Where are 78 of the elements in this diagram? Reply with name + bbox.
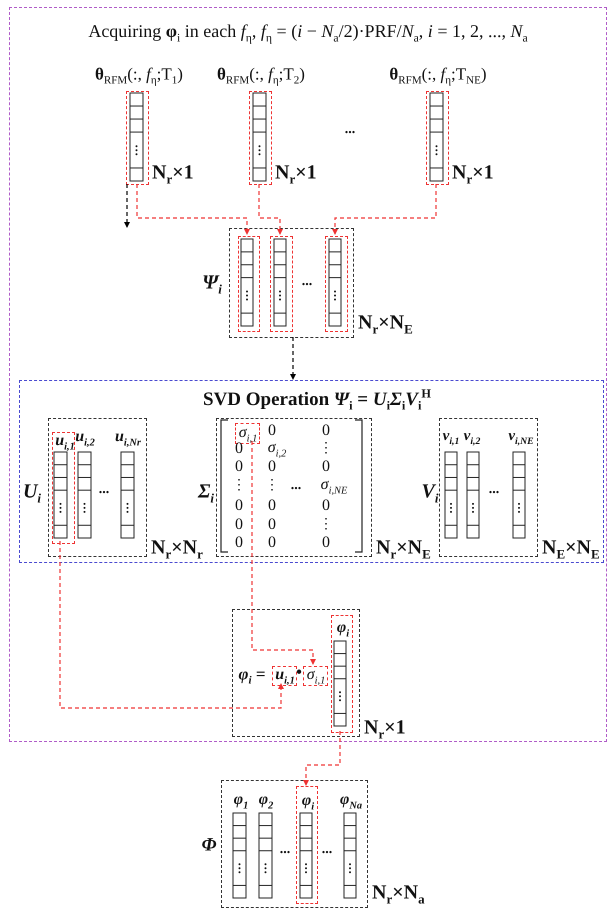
dimension-label: N$_{r}$×1 — [275, 162, 317, 186]
math-label: 0 — [235, 441, 243, 457]
math-label: ⋮ — [232, 479, 246, 493]
ellipsis: ... — [98, 483, 110, 497]
math-label: 0 — [322, 535, 330, 551]
math-label: 0 — [268, 498, 276, 514]
node-label: θ$_{RFM}$(:, f$_{η}$;T$_{NE}$) — [389, 65, 487, 87]
node-label: V$_{i}$ — [422, 482, 438, 504]
node-label: θ$_{RFM}$(:, f$_{η}$;T$_{2}$) — [217, 65, 305, 87]
math-label: v$_{i,2}$ — [464, 429, 480, 447]
math-label: u$_{i,Nr}$ — [115, 429, 141, 449]
svd-panel — [19, 380, 604, 563]
vector-highlight — [325, 236, 348, 332]
node-label: θ$_{RFM}$(:, f$_{η}$;T$_{1}$) — [95, 65, 183, 87]
arrow — [258, 184, 283, 235]
node-label: Ψ$_{i}$ — [202, 272, 222, 296]
arrow — [303, 731, 341, 786]
vector-highlight — [270, 236, 293, 332]
math-label: ⋮ — [319, 518, 333, 532]
node-label: φ$_{i}$ — [336, 620, 350, 640]
math-label: 0 — [322, 423, 330, 439]
math-label: 0 — [235, 459, 243, 475]
ellipsis: ... — [488, 483, 500, 497]
math-label: φ$_{2}$ — [258, 792, 274, 812]
math-label: φ$_{Na}$ — [340, 792, 362, 812]
vector-highlight — [52, 432, 75, 544]
dimension-label: N$_{r}$×N$_{r}$ — [151, 538, 203, 560]
node-label: φ$_{i}$ = — [238, 665, 266, 687]
ellipsis: ... — [322, 843, 332, 857]
vector-highlight — [331, 615, 353, 733]
math-label: 0 — [322, 459, 330, 475]
math-label: ⋮ — [319, 442, 333, 456]
math-label: σ$_{i,NE}$ — [320, 477, 348, 497]
math-label: 0 — [235, 535, 243, 551]
ellipsis: ... — [290, 479, 302, 493]
math-label: u$_{i,2}$ — [75, 429, 95, 449]
arrow — [59, 541, 284, 709]
node-label: u$_{i,1}$ — [55, 433, 75, 453]
math-label: 0 — [268, 517, 276, 533]
node-label: Σ$_{i}$ — [198, 482, 214, 504]
node-label: φ$_{i}$ — [302, 793, 314, 813]
ellipsis: ... — [302, 275, 312, 289]
dimension-label: N$_{r}$×N$_{E}$ — [358, 312, 413, 336]
node-label: Φ — [202, 836, 216, 854]
node-label: σ$_{i,1}$ — [306, 667, 326, 687]
math-label: v$_{i,NE}$ — [508, 429, 534, 447]
math-label: 0 — [268, 423, 276, 439]
dimension-label: N$_{r}$×1 — [364, 718, 406, 740]
vector-highlight — [296, 786, 318, 904]
math-label: 0 — [235, 517, 243, 533]
math-label: • — [296, 665, 302, 681]
math-label: φ$_{1}$ — [234, 792, 248, 812]
ellipsis: ... — [280, 843, 290, 857]
dimension-label: N$_{r}$×1 — [152, 162, 194, 186]
dashed-frame — [9, 7, 607, 742]
node-label: Acquiring φ$_{i}$ in each f$_{η}$, f$_{η}$ = (i − N$_{a}$/2)·PRF/N$_{a}$, i = 1, 2, ..., N$_{a}$ — [88, 22, 528, 44]
entry-highlight — [235, 423, 260, 444]
math-label: 0 — [268, 459, 276, 475]
math-label: σ$_{i,2}$ — [268, 440, 286, 460]
math-label: 0 — [268, 535, 276, 551]
arrow — [136, 184, 250, 235]
arrow — [332, 184, 437, 235]
math-label: 0 — [235, 498, 243, 514]
arrow — [251, 441, 316, 665]
dimension-label: N$_{r}$×1 — [452, 162, 494, 186]
arrow — [124, 184, 130, 228]
node-label: u$_{i,1}$ — [275, 667, 295, 687]
node-label: U$_{i}$ — [22, 482, 42, 504]
term-highlight — [303, 666, 328, 686]
dimension-label: N$_{r}$×N$_{E}$ — [376, 538, 431, 560]
math-label: 0 — [322, 498, 330, 514]
dimension-label: N$_{r}$×N$_{a}$ — [372, 882, 425, 906]
math-label: v$_{i,1}$ — [442, 429, 460, 447]
vector-highlight — [238, 236, 260, 332]
math-label: ⋮ — [265, 479, 279, 493]
dimension-label: N$_{E}$×N$_{E}$ — [542, 538, 600, 560]
arrow — [290, 337, 296, 380]
ellipsis: ... — [344, 123, 356, 137]
